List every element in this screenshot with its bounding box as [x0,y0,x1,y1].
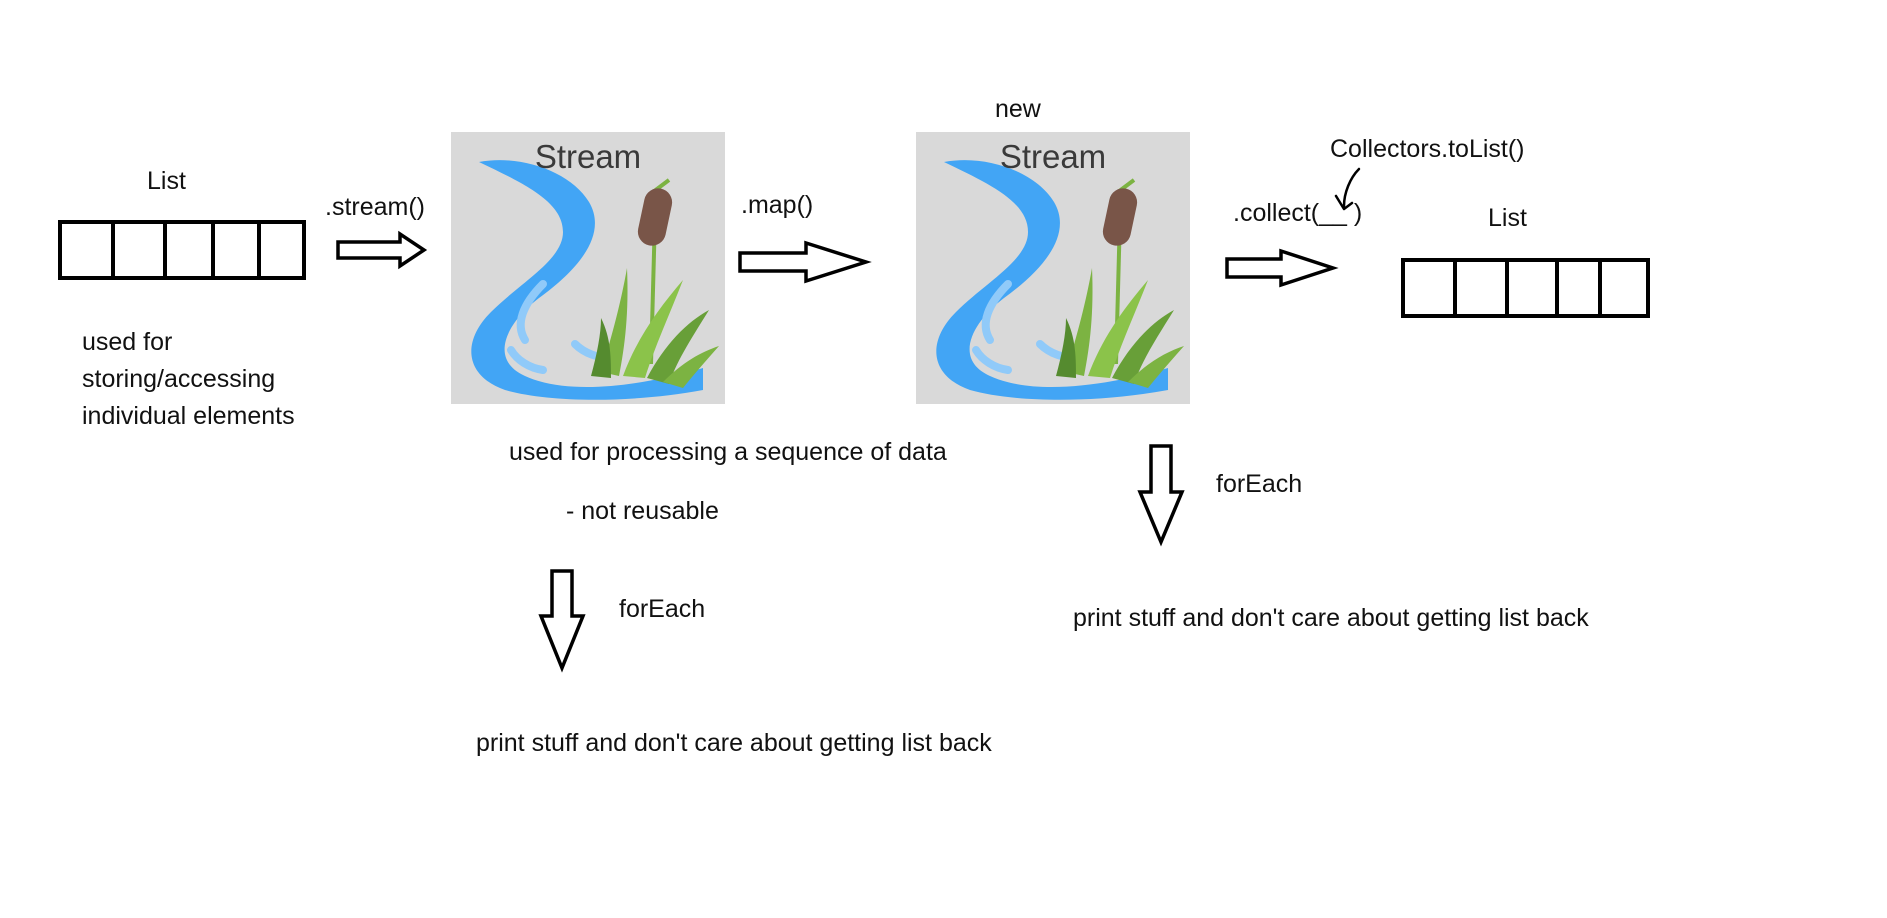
stream-note: - not reusable [566,497,719,525]
collectors-label: Collectors.toList() [1330,135,1525,163]
right-arrow-icon [336,230,428,270]
right-arrow-icon [1225,248,1339,288]
hand-drawn-arrow-icon [1334,167,1361,211]
list-right-title: List [1488,204,1527,232]
list-left-description: used for storing/accessing individual el… [82,324,295,435]
new-stream-prefix: new [995,95,1041,123]
stream-op-label: .stream() [325,193,425,221]
foreach-right-result: print stuff and don't care about getting… [1073,604,1589,632]
down-arrow-icon [1137,444,1185,547]
cattail-icon [591,178,719,388]
right-arrow-icon [738,240,872,284]
map-op-label: .map() [741,191,814,219]
stream-river-icon [936,160,1184,400]
foreach-left-label: forEach [619,595,706,623]
stream-title: Stream [534,138,642,175]
foreach-right-label: forEach [1216,470,1303,498]
list-left-boxes-icon [58,220,306,280]
list-left-description-line: individual elements [82,402,295,430]
list-left-description-line: used for [82,328,173,356]
new-stream-title: Stream [999,138,1107,175]
cattail-icon [1056,178,1184,388]
stream-description: used for processing a sequence of data [509,438,947,466]
list-left-title: List [147,167,186,195]
foreach-left-result: print stuff and don't care about getting… [476,729,992,757]
stream-image: Stream [451,132,725,404]
list-right-boxes-icon [1401,258,1650,318]
stream-river-icon [471,160,719,400]
new-stream-image: Stream [916,132,1190,404]
list-left-description-line: storing/accessing [82,365,276,393]
collect-op-label: .collect(__ ) [1233,199,1363,227]
down-arrow-icon [538,569,586,673]
